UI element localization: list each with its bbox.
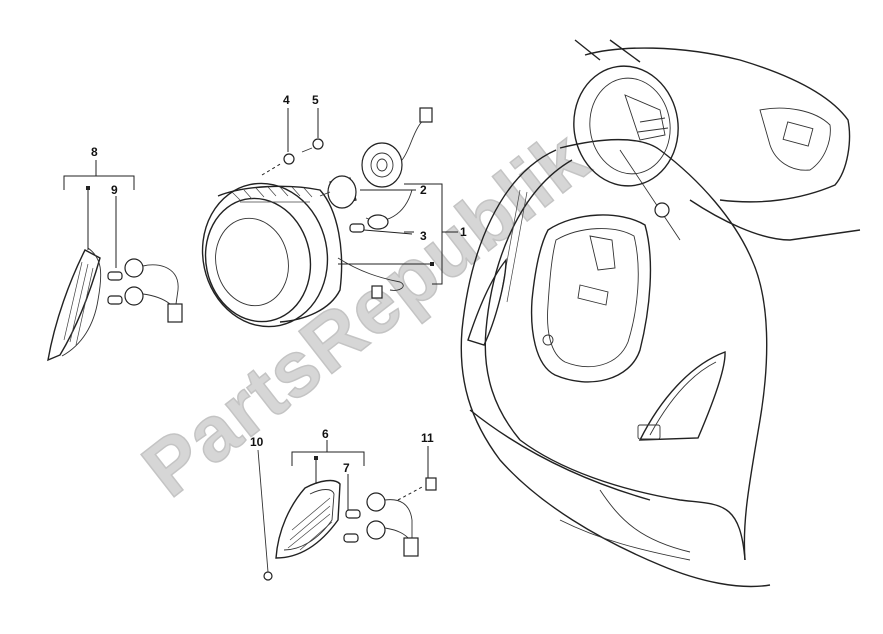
bulb-dust-cap	[361, 142, 403, 188]
headlight-assembly	[201, 107, 433, 328]
callout-2: 2	[420, 183, 427, 197]
washer	[283, 153, 295, 165]
callout-3: 3	[420, 229, 427, 243]
scooter-front-shield	[460, 39, 861, 588]
callout-5: 5	[312, 93, 319, 107]
headlight-bulb	[319, 175, 357, 209]
right-turn-signal	[257, 449, 437, 581]
parking-bulb	[349, 214, 389, 233]
callout-10: 10	[250, 435, 264, 449]
leader-lines	[63, 108, 458, 510]
callout-4: 4	[283, 93, 290, 107]
callout-labels: 1 2 3 4 5 6 7 8 9 10 11	[91, 93, 467, 475]
screw	[301, 138, 324, 153]
callout-7: 7	[343, 461, 350, 475]
left-turn-signal	[47, 247, 183, 362]
callout-9: 9	[111, 183, 118, 197]
callout-11: 11	[421, 431, 434, 445]
callout-1: 1	[460, 225, 467, 239]
callout-8: 8	[91, 145, 98, 159]
callout-6: 6	[322, 427, 329, 441]
